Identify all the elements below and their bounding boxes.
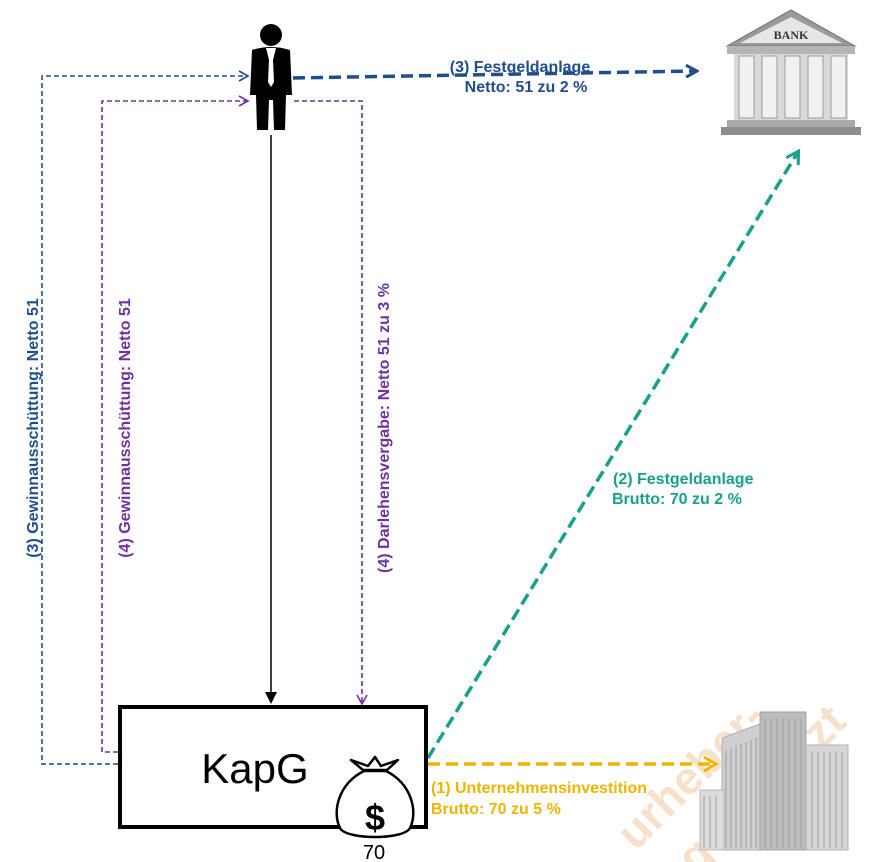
festgeld-netto-label-line-2: Netto: 51 zu 2 % [465, 79, 588, 96]
gewinn-3-label: (3) Gewinnausschüttung: Netto 51 [25, 298, 42, 558]
darlehen-4-label: (4) Darlehensvergabe: Netto 51 zu 3 % [376, 283, 393, 573]
darlehen-4-arrow [294, 100, 368, 706]
festgeld-netto-arrow [292, 71, 696, 80]
bank-icon: BANK [721, 9, 861, 135]
festgeld-netto-label-line-1: (3) Festgeldanlage [450, 59, 591, 76]
businessman-icon [250, 24, 292, 130]
bank-label: BANK [774, 28, 809, 42]
gewinn-4-label: (4) Gewinnausschüttung: Netto 51 [117, 298, 134, 558]
festgeld-brutto-arrow [426, 152, 798, 759]
svg-text:$: $ [365, 797, 385, 838]
kapg-label: KapG [201, 745, 308, 792]
gewinn-3-arrow [41, 70, 250, 765]
money-bag-value: 70 [363, 842, 385, 862]
festgeld-brutto-label-line-1: (2) Festgeldanlage [613, 471, 754, 488]
festgeld-brutto-label-line-2: Brutto: 70 zu 2 % [612, 491, 742, 508]
investition-label-line-2: Brutto: 70 zu 5 % [431, 801, 561, 818]
gewinn-4-arrow [101, 95, 250, 753]
office-building-icon [699, 711, 849, 851]
investition-label-line-1: (1) Unternehmensinvestition [431, 780, 647, 797]
money-bag-icon: $ [335, 755, 415, 839]
